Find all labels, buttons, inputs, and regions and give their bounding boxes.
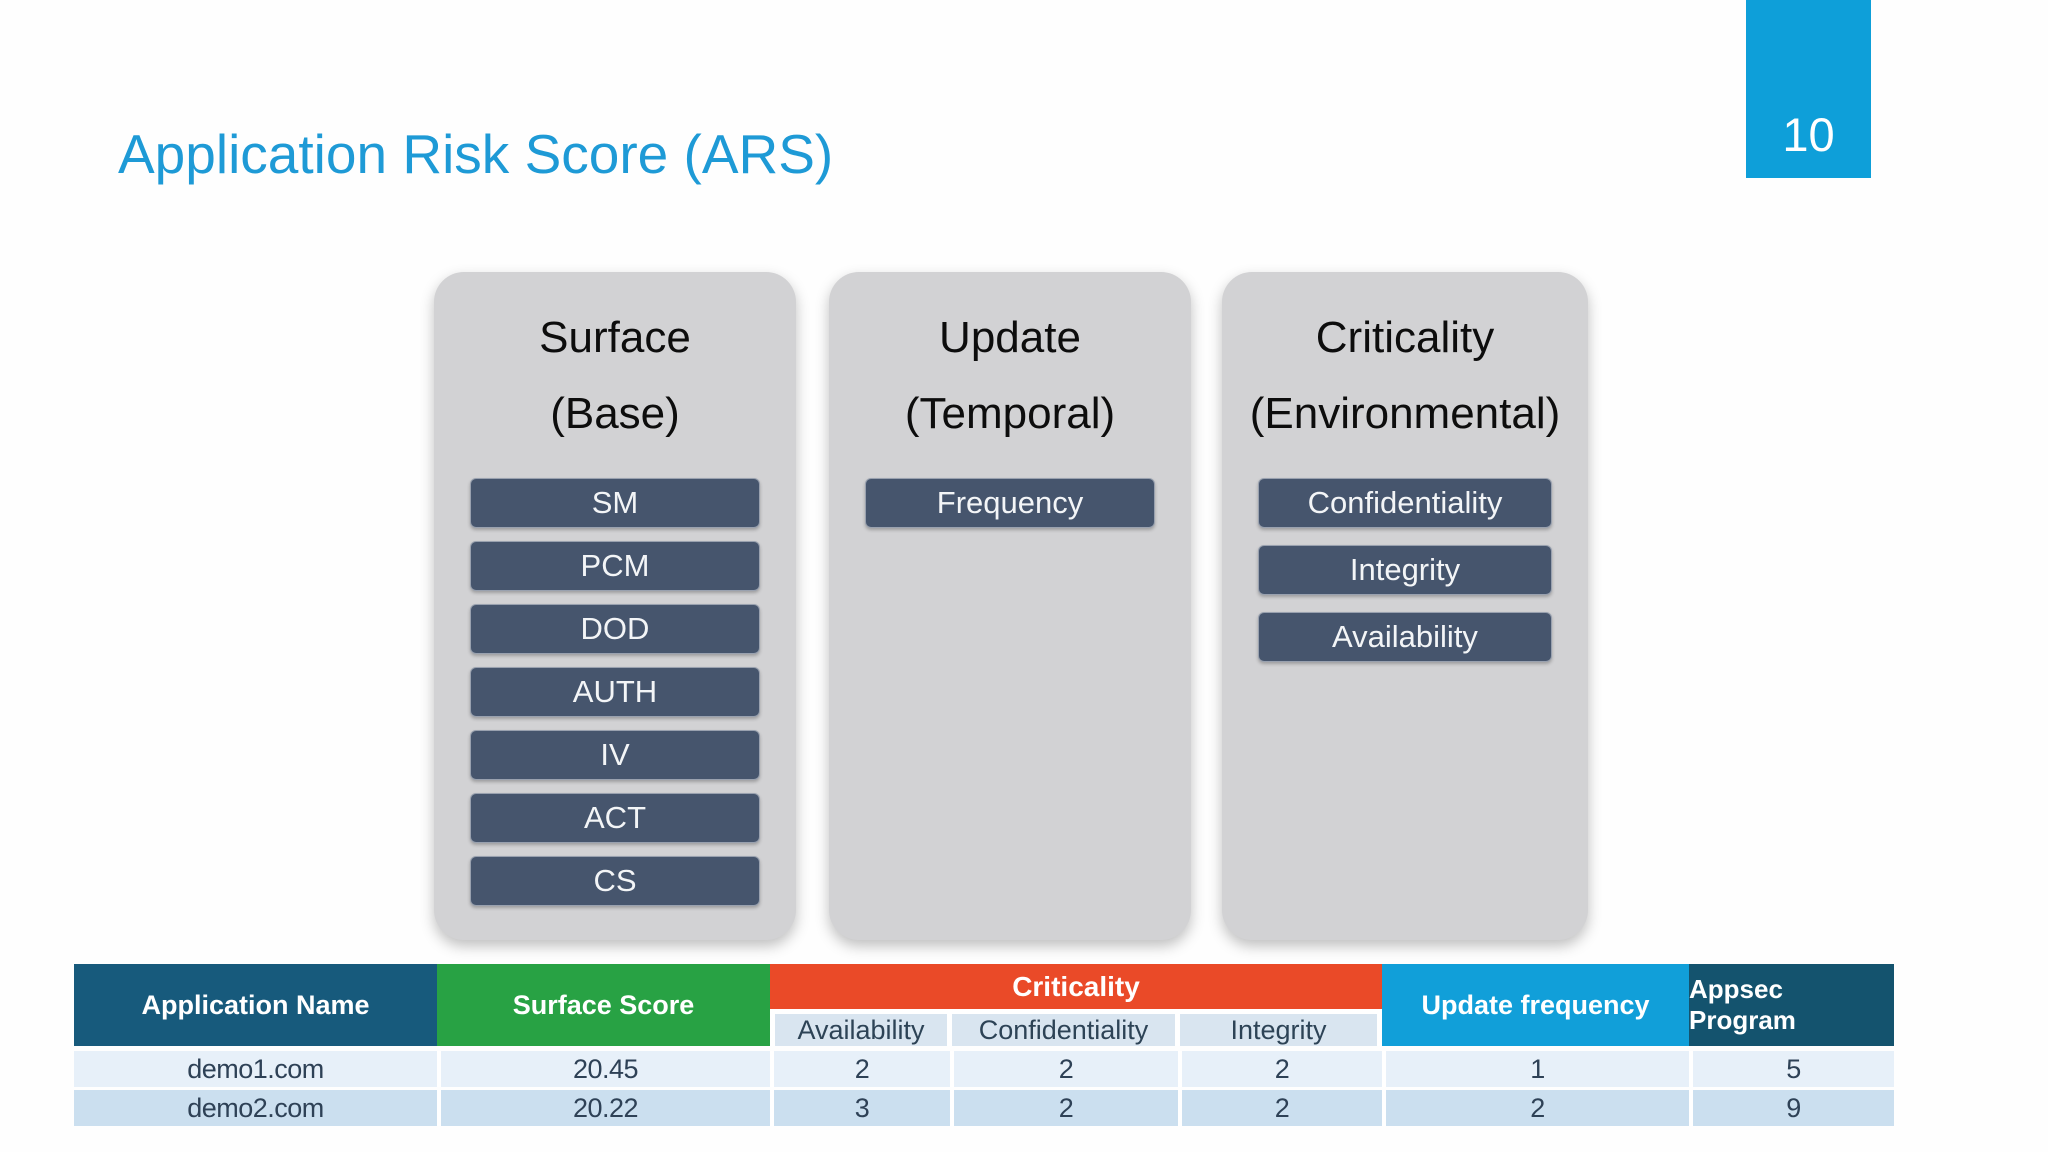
card-title-line2: (Temporal) (904, 389, 1116, 438)
page-title: Application Risk Score (ARS) (118, 123, 834, 185)
page-number: 10 (1782, 108, 1835, 161)
cell-surface-score: 20.45 (437, 1051, 770, 1087)
header-criticality: Criticality (770, 964, 1382, 1009)
cell-appsec-program: 5 (1689, 1051, 1894, 1087)
header-appsec-program: Appsec Program (1689, 964, 1894, 1046)
card-criticality-environmental: Criticality (Environmental) Confidential… (1222, 272, 1588, 940)
header-surface-score: Surface Score (437, 964, 770, 1046)
surface-pill-list: SM PCM DOD AUTH IV ACT CS (434, 478, 796, 919)
pill-sm: SM (470, 478, 760, 528)
cell-integrity: 2 (1178, 1051, 1382, 1087)
ars-table: Application Name Surface Score Criticali… (74, 964, 1894, 1126)
cell-appsec-program: 9 (1689, 1090, 1894, 1126)
card-title-line1: Update (939, 313, 1081, 362)
card-title-line2: (Environmental) (1249, 389, 1561, 438)
table-row: demo2.com 20.22 3 2 2 2 9 (74, 1090, 1894, 1126)
header-criticality-group: Criticality Availability Confidentiality… (770, 964, 1382, 1046)
subheader-availability: Availability (775, 1014, 947, 1046)
card-criticality-title: Criticality (Environmental) (1222, 272, 1588, 478)
cell-update-frequency: 1 (1382, 1051, 1689, 1087)
page-number-box: 10 (1746, 0, 1871, 178)
cell-confidentiality: 2 (950, 1051, 1178, 1087)
cell-confidentiality: 2 (950, 1090, 1178, 1126)
header-update-frequency: Update frequency (1382, 964, 1689, 1046)
card-title-line1: Criticality (1315, 313, 1495, 362)
pill-act: ACT (470, 793, 760, 843)
header-application-name: Application Name (74, 964, 437, 1046)
card-surface-base: Surface (Base) SM PCM DOD AUTH IV ACT CS (434, 272, 796, 940)
pill-confidentiality: Confidentiality (1258, 478, 1552, 528)
cell-availability: 3 (770, 1090, 950, 1126)
cell-application-name: demo1.com (74, 1051, 437, 1087)
pill-dod: DOD (470, 604, 760, 654)
cell-availability: 2 (770, 1051, 950, 1087)
subheader-confidentiality: Confidentiality (952, 1014, 1175, 1046)
table-body: demo1.com 20.45 2 2 2 1 5 demo2.com 20.2… (74, 1051, 1894, 1126)
pill-frequency: Frequency (865, 478, 1155, 528)
cell-surface-score: 20.22 (437, 1090, 770, 1126)
table-row: demo1.com 20.45 2 2 2 1 5 (74, 1051, 1894, 1087)
criticality-pill-list: Confidentiality Integrity Availability (1222, 478, 1588, 679)
card-update-title: Update (Temporal) (829, 272, 1191, 478)
card-title-line2: (Base) (550, 389, 680, 438)
pill-availability: Availability (1258, 612, 1552, 662)
pill-iv: IV (470, 730, 760, 780)
subheader-integrity: Integrity (1180, 1014, 1377, 1046)
pill-integrity: Integrity (1258, 545, 1552, 595)
table-header-row: Application Name Surface Score Criticali… (74, 964, 1894, 1046)
cell-integrity: 2 (1178, 1090, 1382, 1126)
pill-auth: AUTH (470, 667, 760, 717)
card-surface-title: Surface (Base) (434, 272, 796, 478)
update-pill-list: Frequency (829, 478, 1191, 541)
criticality-subheader-row: Availability Confidentiality Integrity (770, 1009, 1382, 1046)
pill-cs: CS (470, 856, 760, 906)
cell-application-name: demo2.com (74, 1090, 437, 1126)
card-update-temporal: Update (Temporal) Frequency (829, 272, 1191, 940)
card-title-line1: Surface (539, 313, 691, 362)
pill-pcm: PCM (470, 541, 760, 591)
cell-update-frequency: 2 (1382, 1090, 1689, 1126)
